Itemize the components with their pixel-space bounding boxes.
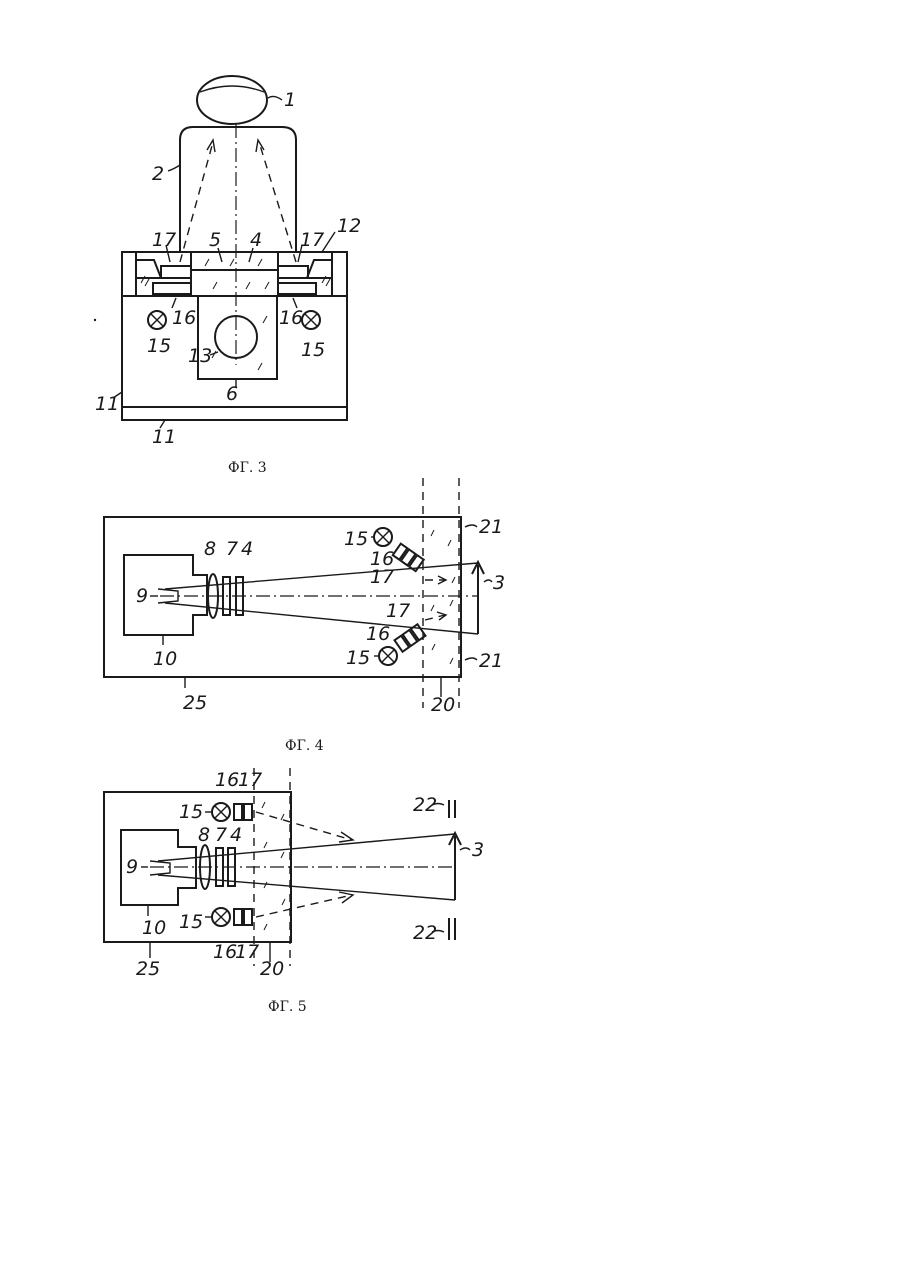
- fig3-label-5: 5: [209, 229, 221, 251]
- fig4-label-8: 8: [204, 538, 216, 560]
- fig5-sensor-9: [150, 861, 170, 875]
- fig3-head-rim: [200, 86, 264, 92]
- fig4-label-15-bottom: 15: [346, 647, 370, 669]
- fig3-label-11-bottom: 11: [152, 426, 176, 448]
- fig3-reflector-left: [136, 260, 161, 278]
- fig5-lamp-15-top: [212, 803, 230, 821]
- fig4-filter-16-top: [393, 544, 424, 572]
- fig3-filter-16-left: [153, 283, 191, 294]
- fig3-ray-right: [259, 142, 296, 262]
- fig5-lamp-15-bottom: [212, 908, 230, 926]
- fig5-label-8: 8: [198, 824, 210, 846]
- fig5-label-17-top: 17: [238, 769, 262, 791]
- fig4-filter-16-bottom: [395, 624, 426, 652]
- fig5-filter-16-bottom: [234, 909, 252, 925]
- fig4-window-hatching: [431, 530, 455, 664]
- fig5-label-20: 20: [260, 958, 284, 980]
- stray-mark: [94, 319, 96, 321]
- fig3-body-outline: [180, 127, 296, 252]
- fig3-window-17-right: [278, 266, 308, 278]
- fig5-label-22-top: 22: [413, 794, 437, 816]
- fig4-label-21-bottom: 21: [479, 650, 503, 672]
- fig4-label-16-bottom: 16: [366, 623, 390, 645]
- fig5-frame-22-top: [449, 800, 455, 818]
- fig3-label-1: 1: [284, 89, 296, 111]
- fig3-ray-right-head: [256, 140, 264, 152]
- fig5-label-16-bottom: 16: [213, 941, 237, 963]
- fig4-label-25: 25: [183, 692, 207, 714]
- fig3-label-15-right: 15: [301, 339, 325, 361]
- fig3-reflector-right: [307, 260, 332, 278]
- fig4-label-20: 20: [431, 694, 455, 716]
- fig4-label-10: 10: [153, 648, 177, 670]
- fig5-label-9: 9: [126, 856, 138, 878]
- fig4-label-17-top: 17: [370, 566, 394, 588]
- fig5-frame-22-bottom: [449, 918, 455, 940]
- fig3-head: [197, 76, 267, 124]
- fig5-label-25: 25: [136, 958, 160, 980]
- fig5-label-10: 10: [142, 917, 166, 939]
- fig5-label-3: 3: [472, 839, 484, 861]
- fig4-label-17-bottom: 17: [386, 600, 410, 622]
- fig3-label-2: 2: [152, 163, 164, 185]
- fig5-filter-16-top: [234, 804, 252, 820]
- fig3-label-15-left: 15: [147, 335, 171, 357]
- fig4-label-21-top: 21: [479, 516, 503, 538]
- fig5-label-22-bottom: 22: [413, 922, 437, 944]
- fig4-label-7: 7: [226, 538, 238, 560]
- fig3-label-13: 13: [188, 345, 212, 367]
- fig3-lamp-15-left: [148, 311, 166, 329]
- fig3-label-17-right: 17: [300, 229, 324, 251]
- fig4-lamp-15-top: [374, 528, 392, 546]
- fig3-lamp-15-right: [302, 311, 320, 329]
- fig3-label-17-left: 17: [152, 229, 176, 251]
- fig5-label-15-top: 15: [179, 801, 203, 823]
- fig3-label-6: 6: [226, 383, 238, 405]
- fig5-caption: ФГ. 5: [268, 999, 307, 1015]
- fig4-label-15-top: 15: [344, 528, 368, 550]
- fig3-label-16-left: 16: [172, 307, 196, 329]
- fig3-filter-16-right: [278, 283, 316, 294]
- fig5-illum-arrow-bottom: [256, 895, 352, 917]
- fig3-label-12: 12: [337, 215, 361, 237]
- figure-4: 8 7 4 9 10 25 20 15 16 17 17 16 15 21 21…: [104, 478, 505, 754]
- fig4-leaders: [150, 525, 492, 697]
- fig5-window-hatching: [262, 802, 285, 930]
- fig5-label-4: 4: [230, 824, 242, 846]
- fig4-cone-top: [165, 563, 478, 589]
- fig4-lamp-15-bottom: [379, 647, 397, 665]
- fig3-label-4: 4: [250, 229, 262, 251]
- fig5-label-7: 7: [215, 824, 227, 846]
- fig5-label-17-bottom: 17: [235, 941, 259, 963]
- fig5-illum-arrow-top: [256, 812, 352, 840]
- fig3-window-4: [191, 252, 278, 296]
- figure-3: 1 2 17 5 4 17 12 16 16 15 15 13 6 11 11 …: [95, 76, 361, 476]
- fig4-label-3: 3: [493, 572, 505, 594]
- fig3-window-17-left: [161, 266, 191, 278]
- fig5-label-16-top: 16: [215, 769, 239, 791]
- fig4-label-4: 4: [241, 538, 253, 560]
- fig3-label-11-side: 11: [95, 393, 119, 415]
- fig4-caption: ФГ. 4: [285, 738, 324, 754]
- fig5-label-15-bottom: 15: [179, 911, 203, 933]
- figure-5: 16 17 15 8 7 4 9 10 15 16 17 25 20 22 22…: [104, 768, 484, 1015]
- fig3-caption: ФГ. 3: [228, 460, 267, 476]
- fig3-label-16-right: 16: [279, 307, 303, 329]
- fig4-label-9: 9: [136, 585, 148, 607]
